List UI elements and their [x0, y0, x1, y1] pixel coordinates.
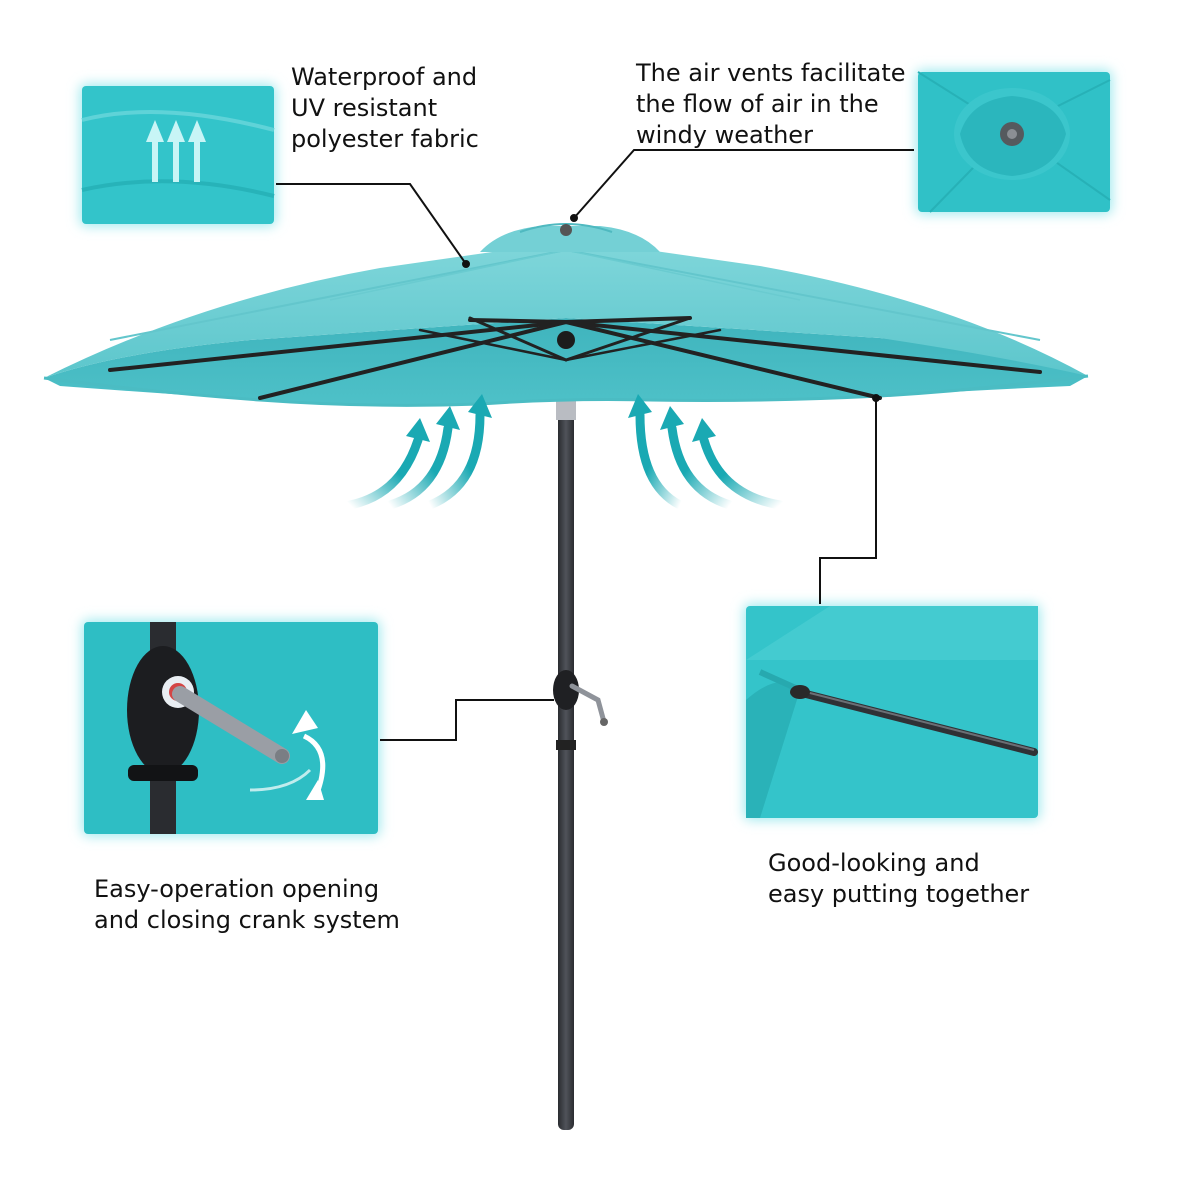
umbrella-ribs: [108, 316, 1042, 400]
airflow-arrow-icon: [667, 423, 735, 510]
assembly-caption: Good-looking and easy putting together: [768, 849, 1030, 908]
airflow-arrow-icon: [345, 435, 423, 510]
crank-caption: Easy-operation opening and closing crank…: [94, 875, 400, 934]
fabric-leader: [276, 183, 467, 265]
fabric-caption: Waterproof and UV resistant polyester fa…: [291, 63, 479, 153]
umbrella-canopy: [43, 246, 1089, 407]
rotate-arrow-icon: [249, 710, 326, 800]
crank-detail-panel: [82, 620, 380, 836]
airflow-arrowheads-left: [406, 394, 492, 442]
crank-handle-icon: [553, 670, 608, 726]
airflow-arrowheads-right: [628, 394, 716, 442]
air-vent-icon: [480, 223, 660, 252]
vent-leader: [573, 149, 914, 219]
airflow-arrow-icon: [385, 423, 453, 510]
airflow-arrow-icon: [425, 410, 485, 510]
vents-caption: The air vents facilitate the flow of air…: [636, 59, 906, 149]
airflow-arrow-icon: [699, 435, 785, 510]
fabric-detail-panel: [80, 84, 276, 226]
airflow-arrow-icon: [635, 410, 685, 510]
airflow-arrows-left: [345, 410, 485, 510]
rib-detail-panel: [744, 604, 1040, 820]
crank-leader: [380, 699, 554, 741]
vent-detail-panel: [916, 70, 1112, 214]
airflow-arrows-right: [635, 410, 785, 510]
rib-leader: [819, 398, 877, 604]
leader-lines: [276, 149, 914, 741]
crank-handle-icon: [172, 686, 290, 764]
up-arrows-icon: [146, 120, 206, 182]
hub: [557, 331, 575, 349]
umbrella-pole: [556, 330, 576, 1130]
